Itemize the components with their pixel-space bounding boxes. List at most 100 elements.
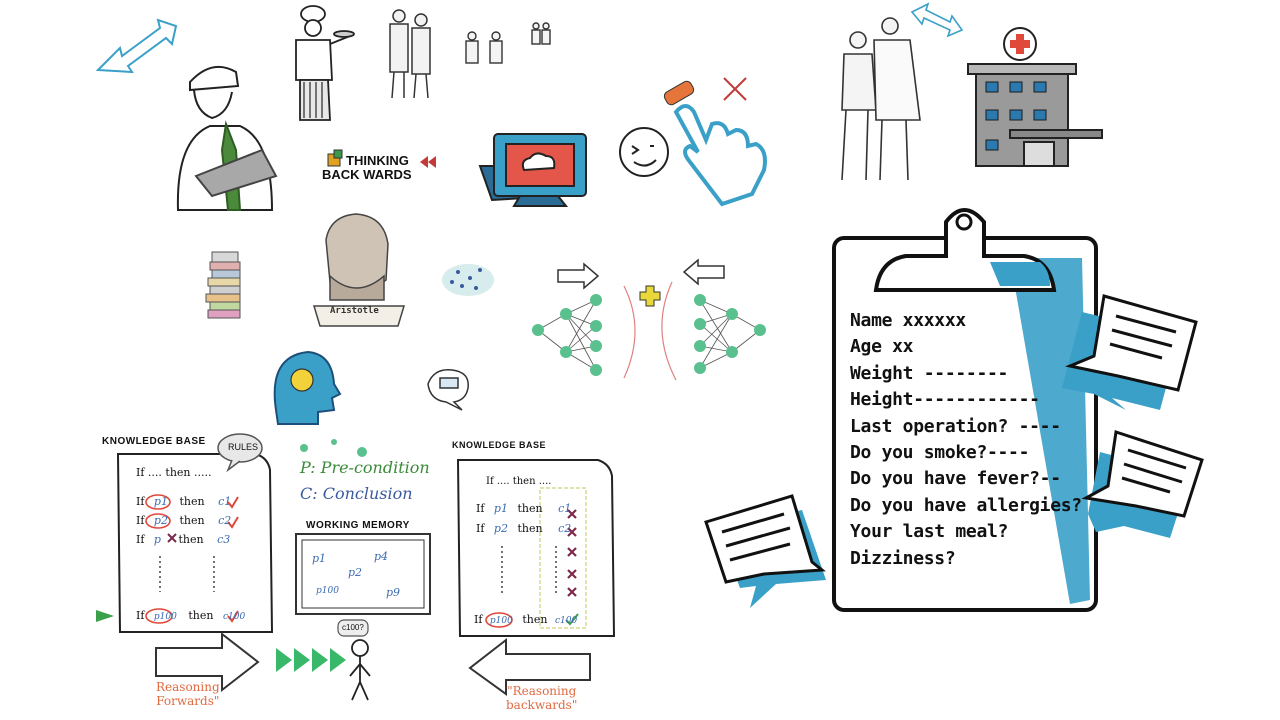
wm-item: p9	[386, 586, 401, 599]
form-line-dizziness: Dizziness?	[850, 547, 956, 569]
books-stack-illustration	[205, 251, 241, 319]
network-edge	[565, 325, 597, 353]
backward-arrow-outline	[468, 637, 591, 696]
stick-figure-illustration	[349, 639, 371, 701]
no-smoking-icon	[723, 77, 747, 101]
network-edge	[565, 313, 597, 347]
form-line-last-operation: Last operation? ----	[850, 415, 1061, 437]
bandage-icon	[663, 80, 695, 106]
speech-bubble-mid-right	[1081, 430, 1204, 538]
network-node	[590, 340, 602, 352]
form-line-height: Height------------	[850, 389, 1040, 411]
left-kb-ellipsis	[159, 556, 215, 592]
network-node	[726, 308, 738, 320]
rewind-icon	[420, 156, 436, 168]
network-edge	[565, 299, 597, 353]
neural-network-right	[694, 294, 766, 374]
network-node	[532, 324, 544, 336]
right-kb-row-last: If p100 then c100	[474, 613, 578, 626]
network-edge	[699, 299, 733, 353]
right-kb-header: If .... then ....	[486, 476, 552, 487]
network-edge	[699, 313, 733, 347]
right-kb-circle	[485, 612, 513, 628]
wm-item: p4	[374, 550, 389, 563]
network-node	[694, 318, 706, 330]
right-kb-crosses	[567, 509, 577, 597]
cube-icon	[327, 149, 343, 167]
smiley-icon	[619, 127, 669, 177]
businessman-illustration	[176, 65, 278, 211]
patient-form: Name xxxxxx Age xx Weight -------- Heigh…	[850, 310, 1082, 574]
conclusion-label: C: Conclusion	[300, 484, 413, 503]
thinking-backwards-label: THINKING BACK WARDS	[322, 153, 412, 182]
network-node	[694, 362, 706, 374]
form-line-weight: Weight --------	[850, 362, 1009, 384]
chef-illustration	[295, 5, 355, 121]
aristotle-bust-illustration	[312, 213, 406, 327]
left-kb-row-1: If p1 then c1	[136, 495, 232, 508]
form-line-fever: Do you have fever?--	[850, 468, 1061, 490]
right-kb-row-2: If p2 then c2	[476, 522, 572, 535]
right-kb-column-highlight	[539, 487, 587, 629]
scientists-illustration	[389, 9, 431, 99]
fast-forward-icon	[276, 648, 346, 672]
form-line-last-meal: Your last meal?	[850, 521, 1009, 543]
network-node	[560, 346, 572, 358]
right-knowledge-base-panel	[456, 459, 616, 637]
presentation-bubble-icon	[427, 369, 469, 411]
head-lightbulb-icon	[273, 350, 342, 425]
form-line-name: Name xxxxxx	[850, 310, 966, 331]
left-kb-circles	[145, 494, 173, 624]
network-edge	[699, 323, 733, 353]
pointing-hand-icon	[673, 104, 767, 207]
doctors-illustration	[841, 17, 921, 181]
right-kb-ellipsis	[501, 546, 557, 596]
right-kb-row-1: If p1 then c1	[476, 502, 572, 515]
left-kb-checkmarks	[227, 496, 239, 623]
network-edge	[565, 313, 597, 371]
computer-monitor-illustration	[478, 133, 587, 207]
thinking-backwards-line1: THINKING	[346, 153, 409, 168]
forward-arrow-outline	[155, 631, 260, 693]
right-kb-title: KNOWLEDGE BASE	[452, 440, 547, 450]
left-kb-header: If .... then .....	[136, 466, 212, 479]
network-edge	[699, 313, 733, 369]
left-kb-row-2: If p2 then c2	[136, 514, 232, 527]
rules-bubble-label: RULES	[228, 442, 259, 452]
network-node	[754, 324, 766, 336]
network-node	[590, 320, 602, 332]
reasoning-forwards-label: Reasoning Forwards"	[156, 680, 220, 708]
network-node	[694, 294, 706, 306]
form-line-age: Age xx	[850, 336, 914, 358]
left-kb-row-3: If p then c3	[136, 533, 231, 546]
network-node	[590, 364, 602, 376]
scatter-doodle-icon	[442, 264, 494, 296]
c100-bubble-label: c100?	[342, 623, 364, 632]
speech-bubble-left	[704, 494, 826, 608]
double-arrow-icon-right	[910, 2, 964, 38]
pointer-triangle-icon	[96, 610, 114, 622]
precondition-label: P: Pre-condition	[300, 458, 430, 477]
hospital-building-illustration	[967, 27, 1103, 167]
left-kb-title: KNOWLEDGE BASE	[102, 436, 206, 447]
aristotle-label: Aristotle	[330, 306, 379, 316]
question-bubble	[337, 619, 369, 637]
rules-bubble	[217, 433, 263, 473]
network-node	[590, 294, 602, 306]
wm-item: p2	[348, 566, 363, 579]
network-node	[560, 308, 572, 320]
form-line-smoke: Do you smoke?----	[850, 441, 1030, 463]
germ-icons	[300, 439, 367, 457]
neural-network-left	[532, 294, 602, 376]
network-node	[694, 340, 706, 352]
cross-mark-icon	[167, 533, 177, 543]
working-memory-panel	[295, 533, 431, 615]
network-divider	[623, 281, 677, 381]
form-line-allergies: Do you have allergies?	[850, 494, 1082, 516]
wm-item: p1	[312, 552, 327, 565]
arrow-left-outline-icon	[682, 258, 725, 286]
wm-item: p100	[316, 586, 339, 596]
plus-icon	[639, 285, 661, 307]
left-kb-row-last: If p100 then c100	[136, 609, 246, 622]
